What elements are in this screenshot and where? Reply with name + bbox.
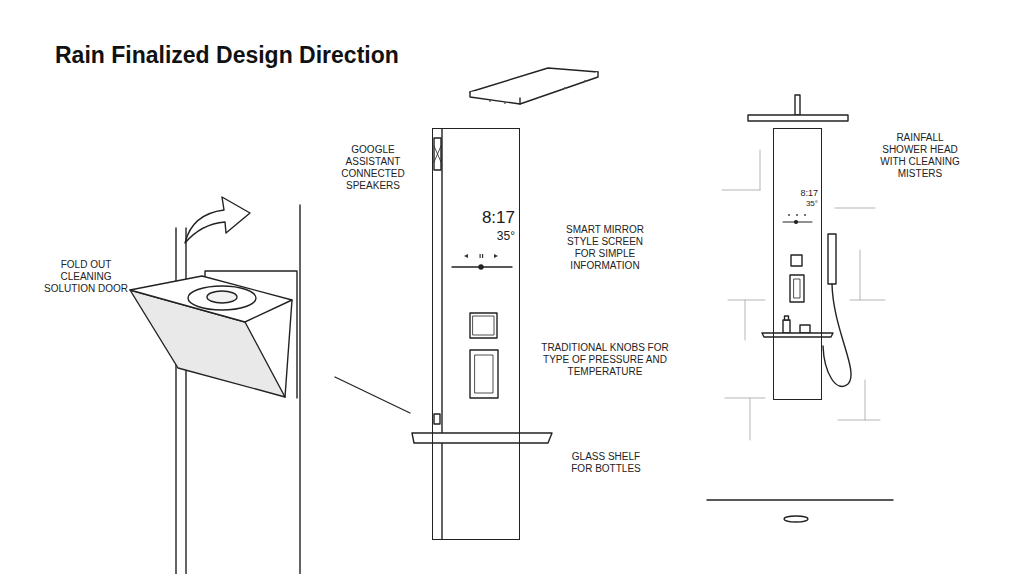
clock-time: 8:17 [800, 189, 818, 198]
tile-line [750, 398, 751, 440]
callout-screen: SMART MIRROR STYLE SCREEN FOR SIMPLE INF… [559, 224, 651, 272]
wall-tiles [722, 150, 885, 440]
temperature-knob-small-inner [794, 279, 800, 298]
tile-line [860, 250, 861, 300]
floor-line [707, 499, 893, 500]
tile-line [865, 380, 866, 420]
callout-knobs: TRADITIONAL KNOBS FOR TYPE OF PRESSURE A… [538, 342, 672, 378]
rain-head-edge [519, 98, 520, 104]
shower-arm [795, 95, 800, 115]
callout-shelf: GLASS SHELF FOR BOTTLES [564, 451, 648, 475]
shower-tower-small: 8:17 35° [773, 128, 822, 400]
speaker-grille [434, 138, 441, 170]
hand-shower [828, 234, 836, 284]
solution-cup [188, 286, 256, 310]
zoom-leader-line [335, 377, 410, 413]
media-controls [464, 254, 498, 258]
tile-line [745, 300, 746, 340]
callout-rainfall-head: RAINFALL SHOWER HEAD WITH CLEANING MISTE… [874, 132, 966, 180]
nozzle-dot [564, 87, 566, 89]
previous-icon [464, 254, 468, 258]
speaker-grille-line [434, 146, 441, 162]
door-edge [285, 300, 292, 397]
tile-line [850, 300, 885, 301]
shower-tower: 8:17 35° [432, 128, 520, 540]
temperature-reading: 35° [497, 230, 515, 242]
fold-arrow [185, 197, 250, 243]
door-top-face [130, 276, 292, 322]
tile-line [760, 150, 761, 190]
pressure-knob [470, 313, 497, 338]
temperature-knob [470, 350, 498, 398]
temperature-knob-small [790, 275, 804, 302]
jar [800, 325, 810, 333]
nozzle-dot [504, 102, 506, 104]
tile-line [725, 398, 765, 399]
pause-icon [482, 254, 483, 258]
wall-line [299, 205, 300, 574]
tile-line [838, 420, 880, 421]
solution-cup-inner [207, 291, 237, 303]
diagram-title: Rain Finalized Design Direction [55, 42, 399, 69]
tile-line [728, 300, 765, 301]
tower-side-edge [441, 129, 442, 539]
media-controls-small [788, 214, 806, 216]
bottle-cap [785, 316, 789, 320]
callout-cleaning-door: FOLD OUT CLEANING SOLUTION DOOR [39, 259, 133, 295]
control-dot [796, 214, 798, 216]
control-dot [804, 214, 806, 216]
rainfall-head [748, 115, 848, 121]
control-dot [788, 214, 790, 216]
bottle [783, 320, 790, 333]
nozzle-dot [489, 100, 491, 102]
next-icon [494, 254, 498, 258]
tile-line [722, 190, 760, 191]
nozzle-dot [584, 80, 586, 82]
tower-port [434, 414, 440, 424]
pause-icon [480, 254, 481, 258]
progress-dot-small [795, 221, 798, 224]
clock-time: 8:17 [482, 209, 515, 226]
speaker-grille-line [434, 146, 441, 162]
nozzle-dot [539, 96, 541, 98]
rain-head-side [470, 72, 598, 104]
pressure-knob-inner [473, 316, 494, 335]
pipe-line [175, 228, 176, 574]
glass-shelf [412, 433, 552, 443]
progress-bar-small [783, 222, 812, 223]
shower-hose [823, 284, 851, 386]
callout-speakers: GOOGLE ASSISTANT CONNECTED SPEAKERS [335, 144, 411, 192]
tile-line [835, 208, 875, 209]
pressure-knob-small [791, 255, 802, 266]
temperature-reading: 35° [806, 200, 818, 208]
progress-dot [479, 265, 483, 269]
temperature-knob-inner [475, 355, 493, 393]
rain-head-nozzles [489, 80, 586, 104]
floor-drain [784, 516, 808, 522]
